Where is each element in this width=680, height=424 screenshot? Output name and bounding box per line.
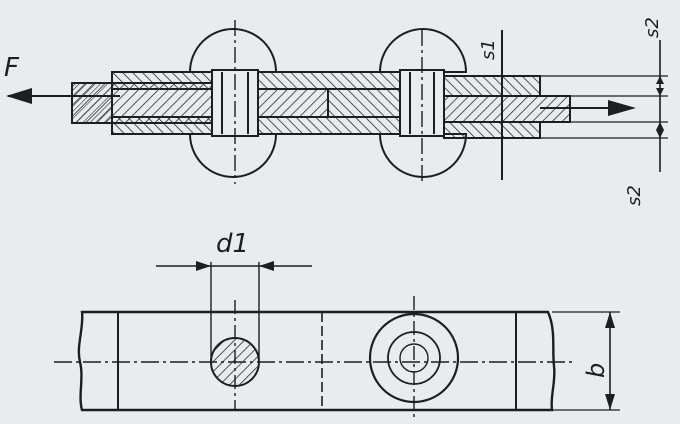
- s1-label: s1: [478, 39, 499, 60]
- rivet-head-right-bottom: [378, 133, 468, 178]
- plate-outline: [77, 310, 556, 412]
- rivet-head-left-top: [188, 28, 278, 73]
- rivet-head-right-top: [378, 28, 468, 73]
- plan-view: [54, 261, 620, 420]
- right-plate-top: [443, 75, 541, 97]
- right-plate-bottom: [443, 121, 541, 139]
- rivet-head-left-bottom: [188, 133, 278, 178]
- s2-top-label: s2: [642, 17, 663, 38]
- mid-block-right: [327, 88, 401, 118]
- d1-label: d1: [216, 229, 249, 259]
- left-bar-end: [71, 82, 113, 124]
- mid-plate-bottom: [257, 116, 401, 135]
- force-label: F: [4, 53, 20, 83]
- mid-plate-top: [257, 71, 401, 90]
- b-label: b: [582, 363, 610, 378]
- section-view: [6, 20, 668, 184]
- s2-bottom-label: s2: [624, 185, 645, 206]
- mid-block-left: [257, 88, 329, 118]
